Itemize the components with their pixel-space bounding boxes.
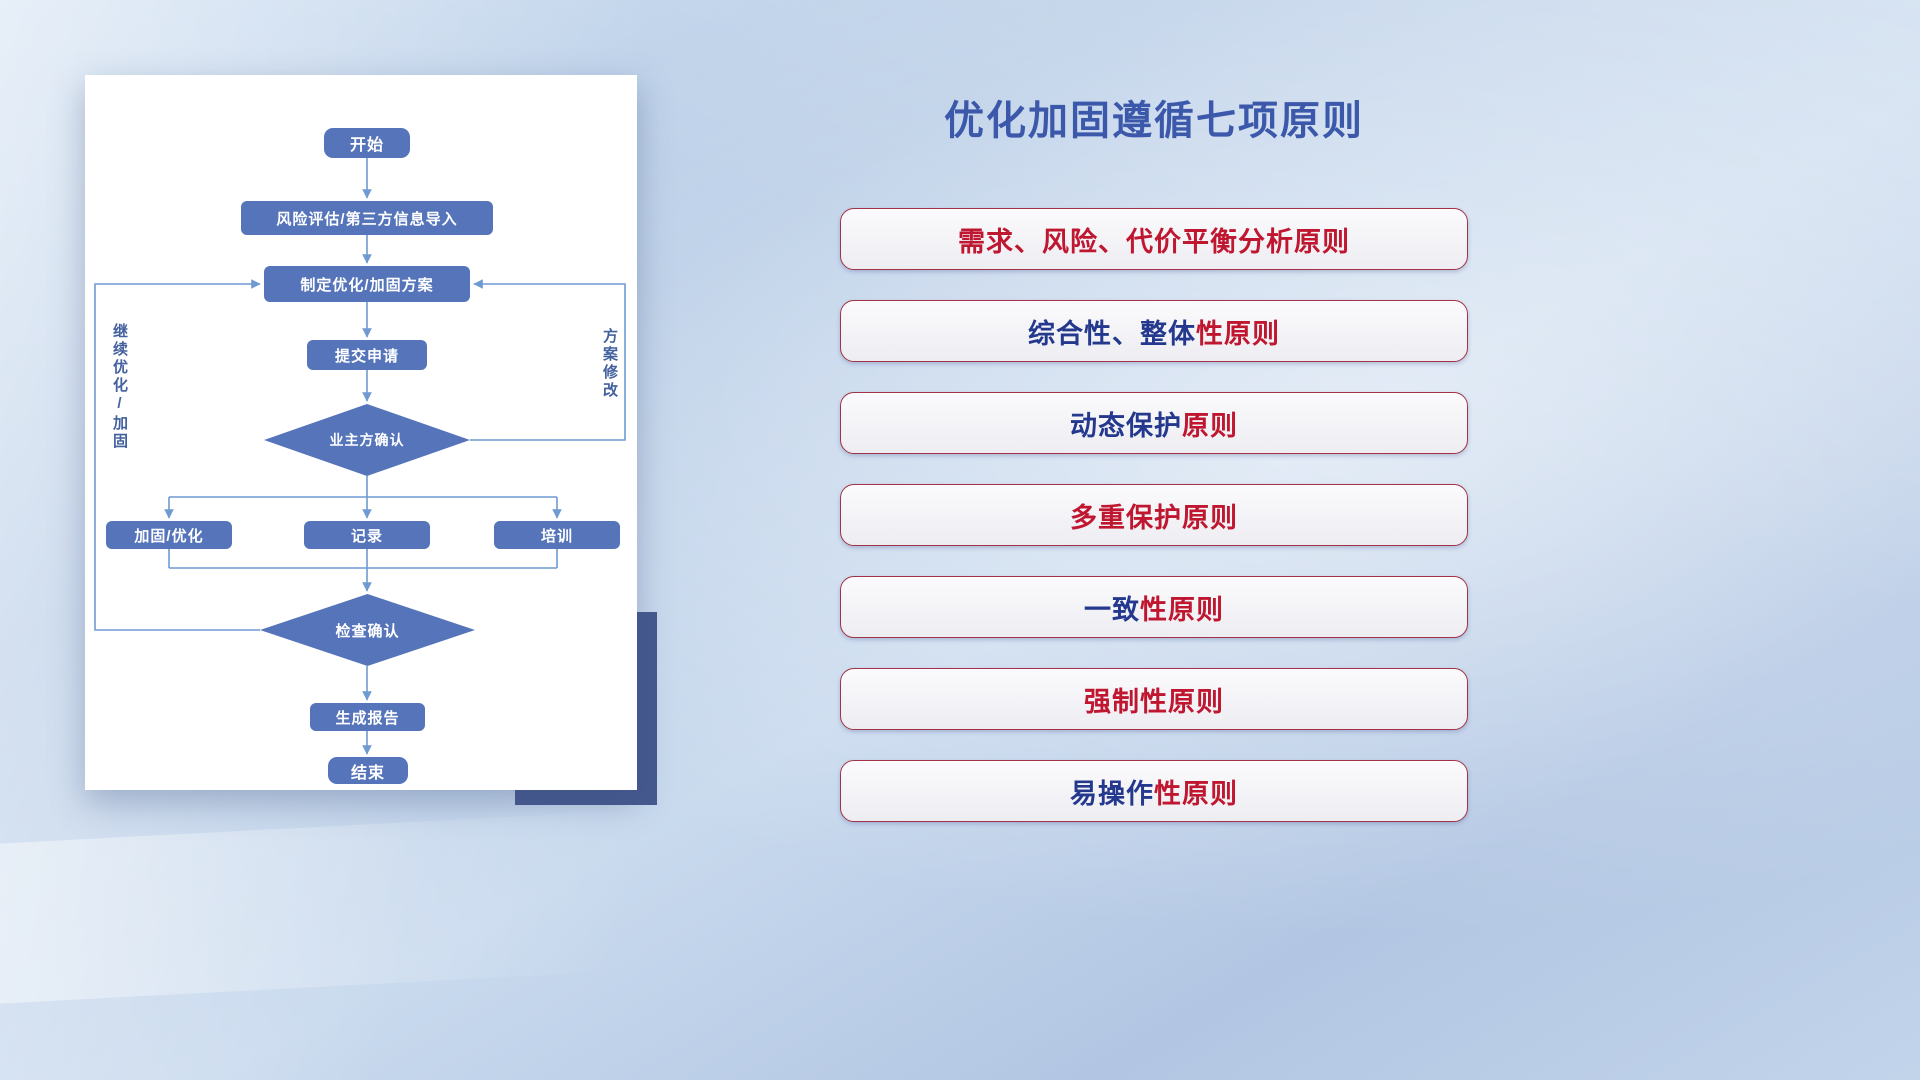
node-make-plan: 制定优化/加固方案 bbox=[264, 266, 470, 302]
principle-card: 一致性原则 bbox=[840, 576, 1468, 638]
principle-text-segment: 性原则 bbox=[1140, 594, 1224, 625]
node-end: 结束 bbox=[328, 757, 408, 784]
principle-card: 多重保护原则 bbox=[840, 484, 1468, 546]
node-risk-import-label: 风险评估/第三方信息导入 bbox=[276, 210, 458, 228]
background-light-streak bbox=[0, 796, 900, 1004]
principle-text-segment: 强制性原则 bbox=[1084, 686, 1224, 717]
flowchart-connectors bbox=[94, 158, 626, 755]
flowchart-card: 开始 风险评估/第三方信息导入 制定优化/加固方案 提交申请 业主方确认 加固/… bbox=[85, 75, 637, 790]
node-train: 培训 bbox=[494, 521, 620, 549]
principle-card: 综合性、整体性原则 bbox=[840, 300, 1468, 362]
node-owner-confirm: 业主方确认 bbox=[264, 404, 470, 476]
node-risk-import: 风险评估/第三方信息导入 bbox=[241, 201, 493, 235]
node-report: 生成报告 bbox=[310, 703, 425, 731]
principle-text-segment: 一致 bbox=[1084, 594, 1140, 625]
panel-title: 优化加固遵循七项原则 bbox=[944, 99, 1364, 143]
principle-text-segment: 性原则 bbox=[1196, 318, 1280, 349]
node-record: 记录 bbox=[304, 521, 430, 549]
node-check-confirm: 检查确认 bbox=[260, 594, 475, 666]
node-harden: 加固/优化 bbox=[106, 521, 232, 549]
node-train-label: 培训 bbox=[540, 527, 573, 545]
principle-card: 动态保护原则 bbox=[840, 392, 1468, 454]
node-submit: 提交申请 bbox=[307, 340, 427, 370]
node-report-label: 生成报告 bbox=[335, 709, 400, 727]
node-submit-label: 提交申请 bbox=[334, 347, 399, 365]
principle-text-segment: 原则 bbox=[1182, 410, 1238, 441]
node-end-label: 结束 bbox=[350, 764, 385, 782]
node-start: 开始 bbox=[324, 128, 410, 158]
node-make-plan-label: 制定优化/加固方案 bbox=[300, 276, 434, 294]
loop-label-plan-revision: 方案修改 bbox=[601, 328, 618, 400]
principle-text-segment: 动态保护 bbox=[1070, 410, 1182, 441]
principles-list: 需求、风险、代价平衡分析原则综合性、整体性原则动态保护原则多重保护原则一致性原则… bbox=[840, 208, 1468, 822]
node-harden-label: 加固/优化 bbox=[134, 527, 204, 545]
principle-card: 易操作性原则 bbox=[840, 760, 1468, 822]
node-start-label: 开始 bbox=[349, 137, 384, 154]
principle-text-segment: 易操作 bbox=[1070, 778, 1154, 809]
principle-text-segment: 需求、风险、代价平衡分析原则 bbox=[958, 226, 1350, 257]
loop-label-continue-optimization: 继续优化/加固 bbox=[111, 323, 128, 451]
node-record-label: 记录 bbox=[350, 527, 383, 545]
principle-text-segment: 性原则 bbox=[1154, 778, 1238, 809]
principle-card: 需求、风险、代价平衡分析原则 bbox=[840, 208, 1468, 270]
principle-text-segment: 多重保护原则 bbox=[1070, 502, 1238, 533]
principle-text-segment: 综合性、整体 bbox=[1028, 318, 1196, 349]
node-check-confirm-label: 检查确认 bbox=[335, 622, 400, 640]
principles-panel: 优化加固遵循七项原则 需求、风险、代价平衡分析原则综合性、整体性原则动态保护原则… bbox=[840, 88, 1468, 852]
node-owner-confirm-label: 业主方确认 bbox=[329, 432, 405, 448]
principle-card: 强制性原则 bbox=[840, 668, 1468, 730]
